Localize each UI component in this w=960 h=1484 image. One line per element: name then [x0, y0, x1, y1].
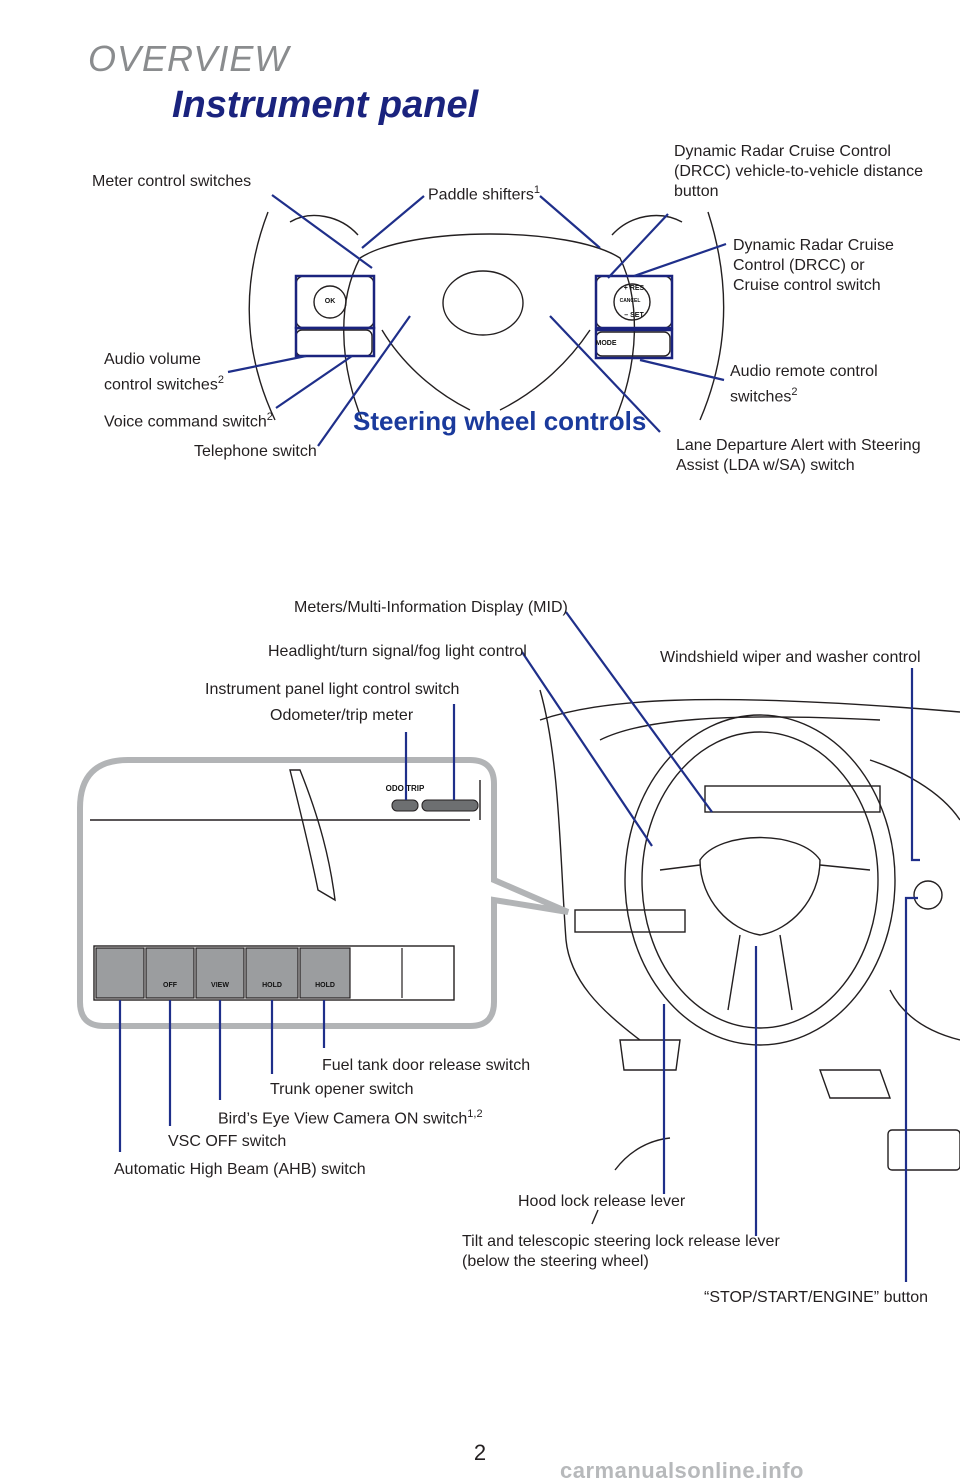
label-lda: Lane Departure Alert with Steering Assis…: [676, 437, 921, 474]
audio-volume-cluster: [295, 329, 373, 357]
label-headlight: Headlight/turn signal/fog light control: [268, 643, 527, 660]
page-title: Instrument panel: [172, 84, 479, 126]
dashboard-top: [539, 698, 960, 721]
fuel-hold-label: HOLD: [315, 982, 335, 989]
watermark: carmanualsonline.info: [560, 1458, 804, 1483]
inset-frame: [77, 757, 570, 1029]
cruise-dial: [613, 283, 651, 321]
vsc-label: OFF: [163, 982, 177, 989]
ok-button: [313, 285, 347, 319]
label-odometer: Odometer/trip meter: [270, 707, 414, 724]
odo-trip-label: ODO TRIP: [385, 784, 425, 793]
ahb-switch: [95, 947, 145, 999]
section-header: OVERVIEW: [88, 38, 290, 79]
label-drcc-distance: Dynamic Radar Cruise Control (DRCC) vehi…: [674, 143, 923, 200]
start-button-dash: [913, 880, 943, 910]
steering-wheel-outer-left: [248, 211, 276, 421]
label-ahb: Automatic High Beam (AHB) switch: [114, 1161, 366, 1178]
wheel-hub: [699, 836, 821, 936]
panel-light-button: [421, 799, 479, 812]
label-paddle-shifters: Paddle shifters1: [428, 184, 540, 204]
label-meter-control: Meter control switches: [92, 173, 252, 190]
cancel-label: CANCEL: [619, 298, 641, 304]
label-hood: Hood lock release lever: [518, 1193, 686, 1210]
steering-wheel-outer-right: [699, 211, 725, 421]
steering-wheel-rim: [343, 233, 636, 421]
odo-trip-button: [391, 799, 419, 812]
res-label: + RES: [623, 285, 645, 292]
cluster-screen: [704, 785, 881, 813]
birds-eye-switch: [195, 947, 245, 999]
trunk-switch: [245, 947, 299, 999]
horn-pad: [442, 270, 524, 336]
label-wiper: Windshield wiper and washer control: [660, 649, 921, 666]
label-vsc-off: VSC OFF switch: [168, 1133, 287, 1150]
label-fuel: Fuel tank door release switch: [322, 1057, 531, 1074]
label-panel-light: Instrument panel light control switch: [205, 681, 460, 698]
mode-label: MODE: [595, 340, 617, 347]
label-birds-eye: Bird’s Eye View Camera ON switch1,2: [218, 1108, 483, 1128]
steering-wheel-caption: Steering wheel controls: [353, 406, 647, 436]
label-voice-command: Voice command switch2: [104, 411, 273, 431]
view-label: VIEW: [211, 982, 229, 989]
trunk-hold-label: HOLD: [262, 982, 282, 989]
label-audio-volume: Audio volume control switches2: [104, 351, 224, 394]
label-stop-start: “STOP/START/ENGINE” button: [704, 1289, 929, 1306]
fuel-switch: [299, 947, 351, 999]
set-label: – SET: [624, 312, 644, 319]
label-drcc-switch: Dynamic Radar Cruise Control (DRCC) or C…: [733, 237, 894, 294]
label-tilt: Tilt and telescopic steering lock releas…: [462, 1233, 780, 1270]
vsc-off-switch: [145, 947, 195, 999]
page-number: 2: [473, 1440, 487, 1465]
label-mid: Meters/Multi-Information Display (MID): [294, 599, 568, 616]
label-telephone: Telephone switch: [194, 443, 317, 460]
ok-label: OK: [324, 298, 336, 305]
label-audio-remote: Audio remote control switches2: [730, 363, 878, 406]
steering-wheel-dash: [624, 714, 896, 1046]
label-trunk: Trunk opener switch: [270, 1081, 414, 1098]
